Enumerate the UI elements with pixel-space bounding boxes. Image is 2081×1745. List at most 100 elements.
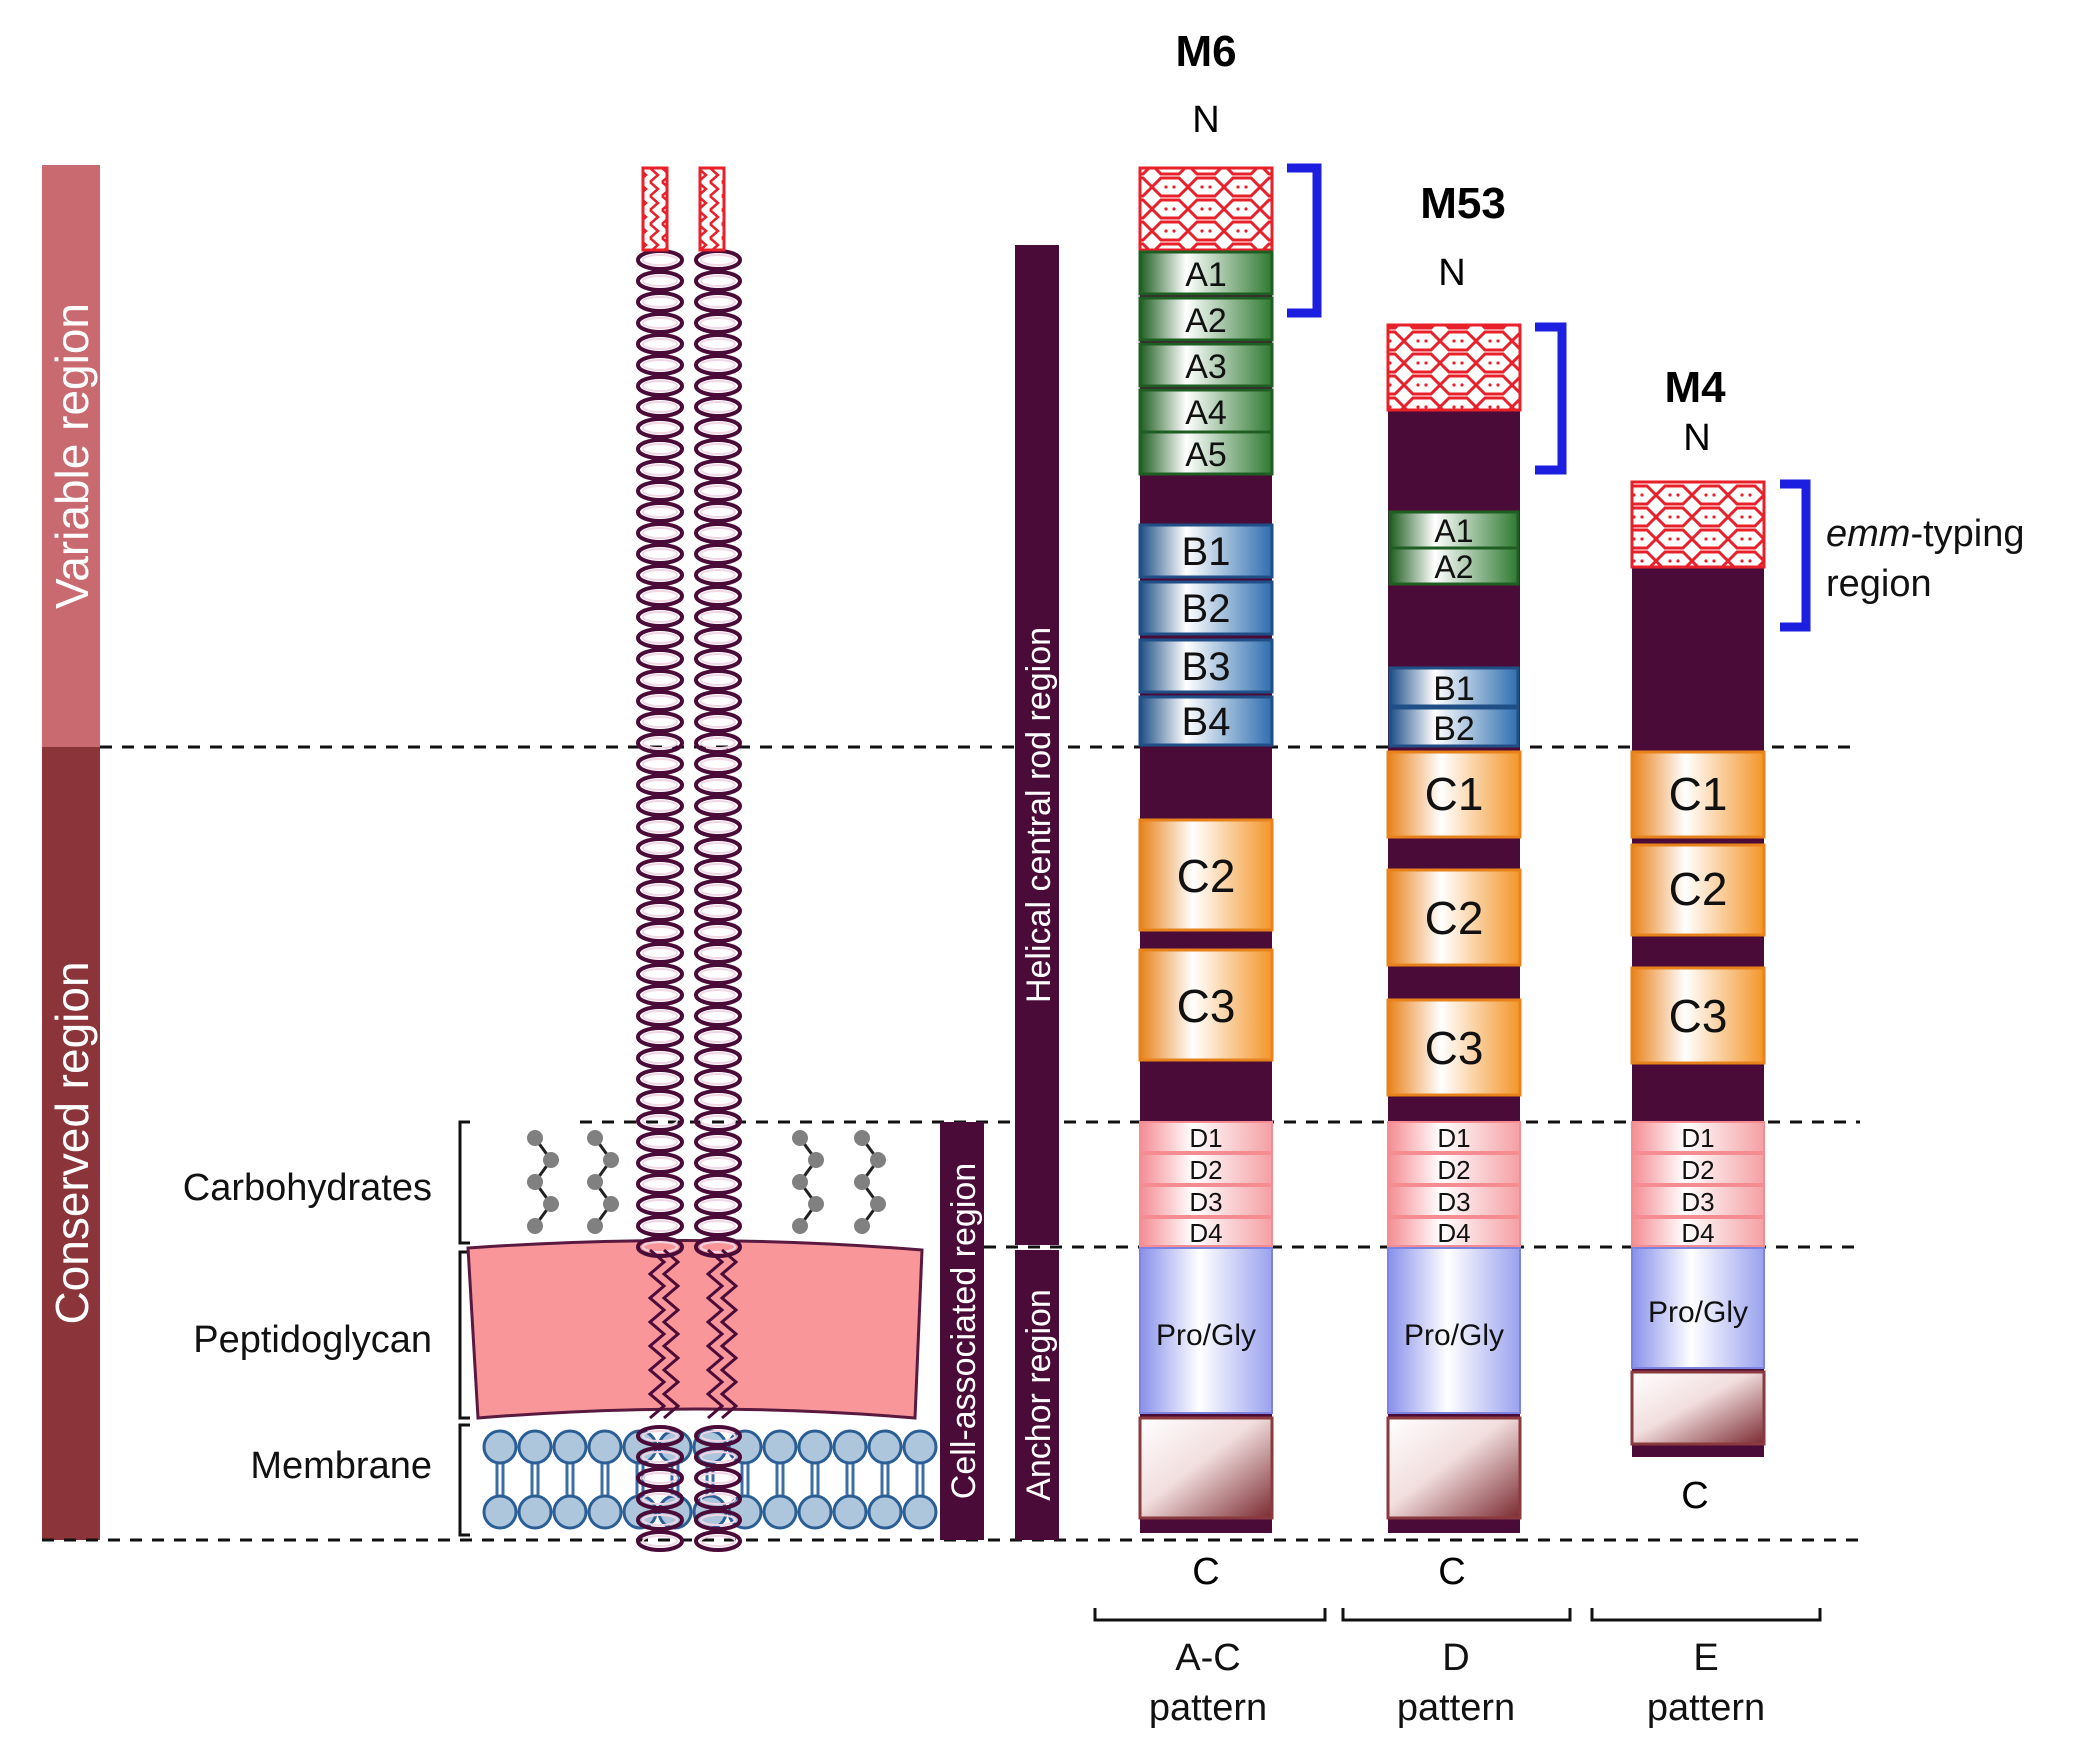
- m6-d4: [1139, 1217, 1273, 1247]
- m6-b1-label: B1: [1182, 530, 1231, 574]
- helix-turn: [636, 1425, 684, 1447]
- carbohydrates-label: Carbohydrates: [183, 1167, 432, 1209]
- m53-c1-label: C1: [1425, 768, 1484, 820]
- helix-turn-highlight: [700, 737, 736, 749]
- helix-turn-highlight: [700, 590, 736, 602]
- pattern-bracket-e: [1590, 1608, 1822, 1622]
- helix-turn: [694, 1026, 742, 1048]
- m6-b1: [1138, 523, 1274, 579]
- helix-turn: [694, 312, 742, 334]
- helix-turn: [694, 711, 742, 733]
- helix-turn: [636, 627, 684, 649]
- helix-turn: [636, 1152, 684, 1174]
- helix-turn-highlight: [700, 779, 736, 791]
- helix-turn-highlight: [642, 632, 678, 644]
- helix-turn-highlight: [700, 443, 736, 455]
- helix-turn-highlight: [642, 821, 678, 833]
- m6-b4-label: B4: [1182, 700, 1231, 744]
- helix-turn: [694, 963, 742, 985]
- pattern-e-line2: pattern: [1647, 1687, 1765, 1729]
- helix-turn-highlight: [642, 380, 678, 392]
- helix-turn-highlight: [642, 758, 678, 770]
- helix-turn: [694, 606, 742, 628]
- lipid-head: [517, 1429, 553, 1465]
- helix-turn-highlight: [700, 1451, 736, 1463]
- helix-turn-highlight: [642, 590, 678, 602]
- helix-turn-highlight: [642, 422, 678, 434]
- m4-bracket: [1780, 479, 1811, 632]
- lipid-head: [832, 1494, 868, 1530]
- m6-title: M6: [1175, 27, 1236, 76]
- helix-turn: [636, 1530, 684, 1552]
- sugar-bead: [587, 1174, 603, 1190]
- sugar-bead: [792, 1218, 808, 1234]
- m53-c-terminus: C: [1438, 1551, 1465, 1593]
- helix-turn: [694, 375, 742, 397]
- helix-turn-highlight: [642, 1514, 678, 1526]
- sugar-bead: [587, 1130, 603, 1146]
- m4-pro-gly: [1631, 1247, 1765, 1369]
- helix-turn: [694, 249, 742, 271]
- helix-turn: [636, 900, 684, 922]
- pattern-ac-line2: pattern: [1149, 1687, 1267, 1729]
- helix-turn-highlight: [642, 1430, 678, 1442]
- m6-d2: [1139, 1153, 1273, 1185]
- m4-c3-label: C3: [1669, 990, 1728, 1042]
- helix-turn: [636, 606, 684, 628]
- helix-turn-highlight: [642, 884, 678, 896]
- helix-turn-highlight: [700, 653, 736, 665]
- pattern-d-line1: D: [1442, 1637, 1469, 1679]
- helix-turn-highlight: [642, 1157, 678, 1169]
- helix-turn: [636, 1026, 684, 1048]
- zigzag-right-2: [719, 1248, 739, 1420]
- helix-turn-highlight: [642, 506, 678, 518]
- helix-turn-highlight: [642, 1115, 678, 1127]
- helix-turn: [694, 564, 742, 586]
- helix-turn-highlight: [700, 884, 736, 896]
- m53-d3: [1387, 1185, 1521, 1217]
- pattern-bracket-d: [1341, 1608, 1572, 1622]
- helix-turn-highlight: [642, 1493, 678, 1505]
- helix-turn: [636, 585, 684, 607]
- helix-turn-highlight: [700, 569, 736, 581]
- helix-turn-highlight: [700, 1136, 736, 1148]
- helix-turn-highlight: [700, 254, 736, 266]
- helix-turn: [694, 921, 742, 943]
- helix-turn-highlight: [642, 1199, 678, 1211]
- helix-turn-highlight: [700, 1430, 736, 1442]
- helix-turn: [694, 1131, 742, 1153]
- helix-turn-highlight: [700, 1115, 736, 1127]
- helix-turn: [694, 1068, 742, 1090]
- m53-pro-gly-label: Pro/Gly: [1404, 1319, 1504, 1352]
- helix-turn-highlight: [700, 947, 736, 959]
- helix-turn: [636, 648, 684, 670]
- m6-d3: [1139, 1185, 1273, 1217]
- helix-turn-highlight: [642, 674, 678, 686]
- sugar-bead: [527, 1218, 543, 1234]
- helix-turn: [694, 270, 742, 292]
- m53-bracket: [1535, 322, 1567, 475]
- m6-c2-label: C2: [1177, 850, 1236, 902]
- conserved-region-bar: [42, 747, 100, 1540]
- helix-turn: [694, 459, 742, 481]
- helix-turn: [636, 543, 684, 565]
- lipid-head: [867, 1429, 903, 1465]
- zigzag-left-2: [661, 1248, 681, 1420]
- helix-turn: [636, 1509, 684, 1531]
- m53-d4: [1387, 1217, 1521, 1247]
- m4-c2: [1630, 843, 1766, 937]
- helix-turn: [636, 417, 684, 439]
- helix-turn-highlight: [700, 359, 736, 371]
- stalk-tip-right: [698, 166, 726, 252]
- helix-turn: [636, 1446, 684, 1468]
- helix-turn-highlight: [700, 1220, 736, 1232]
- m4-d1-label: D1: [1681, 1123, 1714, 1153]
- helix-turn-highlight: [642, 716, 678, 728]
- helix-turn-highlight: [700, 464, 736, 476]
- m53-a2-label: A2: [1434, 549, 1473, 585]
- m6-a4-label: A4: [1185, 394, 1227, 432]
- helix-turn: [694, 501, 742, 523]
- m4-d3: [1631, 1185, 1765, 1217]
- m6-b3: [1138, 638, 1274, 694]
- helix-turn-highlight: [700, 968, 736, 980]
